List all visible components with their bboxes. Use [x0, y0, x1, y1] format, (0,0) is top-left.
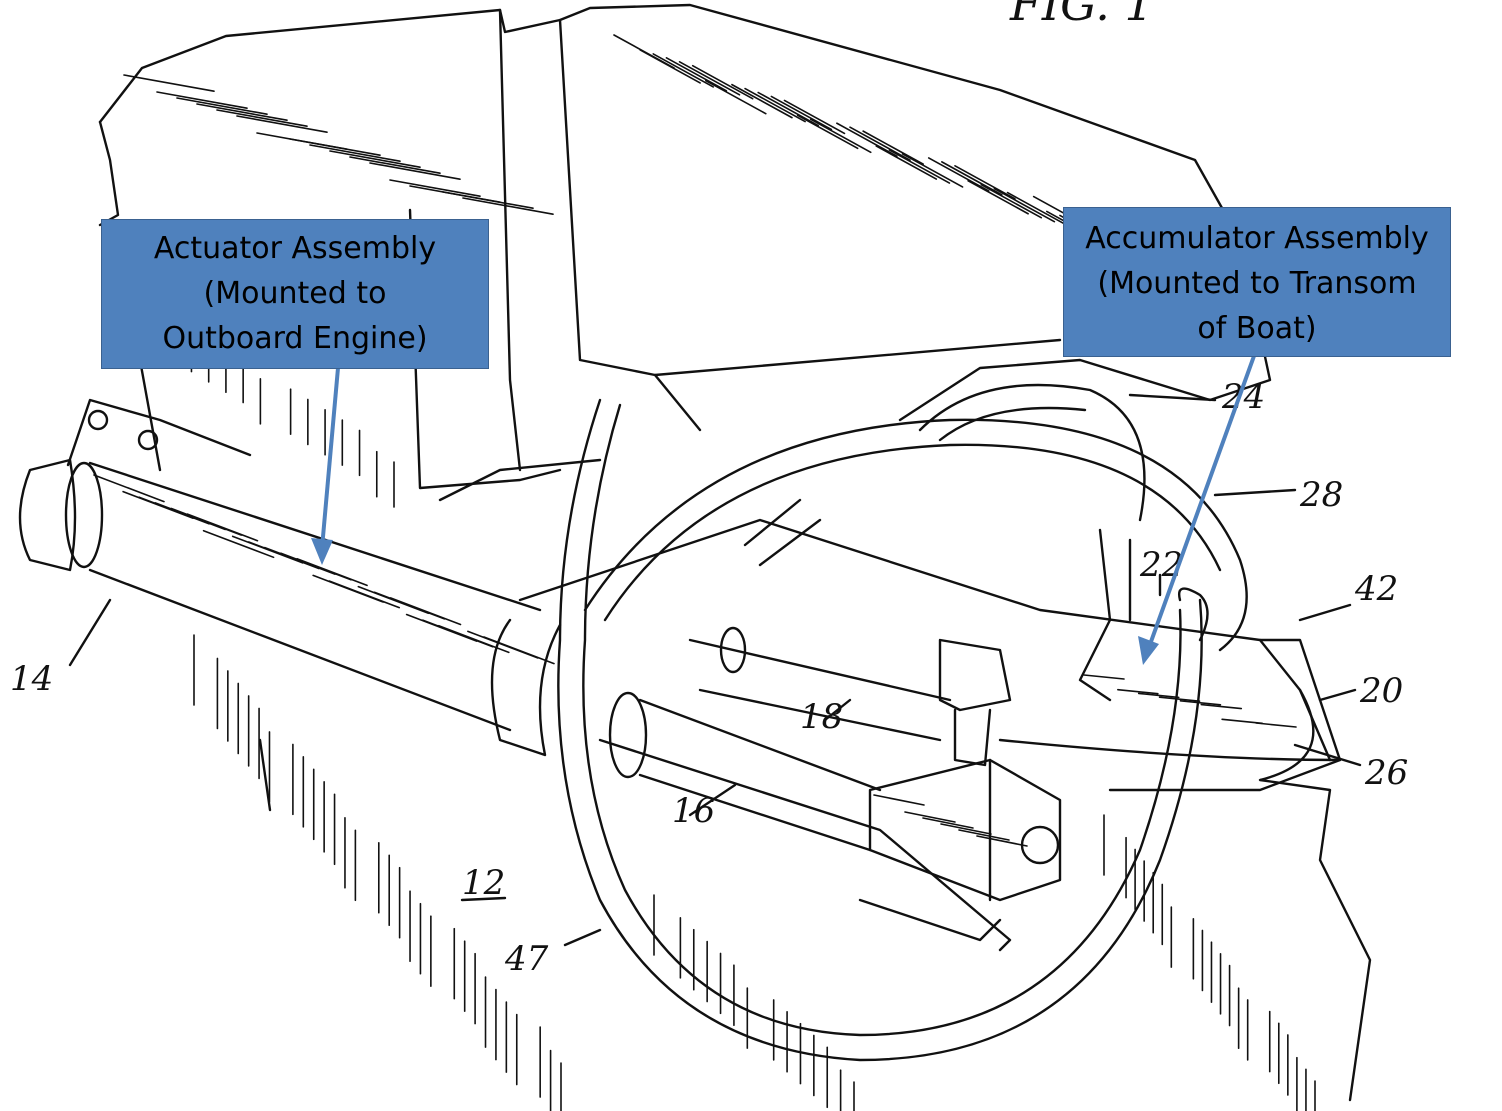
- callout-actuator-line-3: Outboard Engine): [162, 321, 428, 356]
- ref-numeral-47: 47: [504, 939, 549, 979]
- callout-accumulator-line-2: (Mounted to Transom: [1097, 266, 1417, 301]
- hatch-stroke: [809, 118, 872, 154]
- hatch-stroke: [1006, 191, 1069, 227]
- ref-numeral-26: 26: [1364, 753, 1408, 793]
- hatch-stroke: [186, 513, 259, 542]
- hatch-stroke: [941, 161, 1003, 196]
- hatch-stroke: [349, 156, 441, 174]
- hatch-stroke: [862, 130, 924, 165]
- hatch-stroke: [389, 179, 481, 197]
- hatch-stroke: [901, 153, 964, 188]
- hatch-stroke: [442, 191, 534, 209]
- hatch-stroke: [289, 138, 381, 156]
- hatch-stroke: [958, 829, 1010, 841]
- hatch-stroke: [462, 197, 554, 215]
- callout-arrows: [311, 355, 1256, 665]
- hatch-stroke: [236, 115, 328, 133]
- hatch-stroke: [836, 122, 898, 158]
- hatch-stroke: [744, 87, 806, 123]
- hatch-stroke: [93, 474, 165, 503]
- hatch-stroke: [1158, 696, 1201, 702]
- hatch-stroke: [309, 144, 401, 162]
- hatch-stroke: [691, 64, 754, 100]
- hatch-stroke: [904, 811, 956, 823]
- hatch-stroke: [202, 529, 275, 559]
- callout-accumulator-line-3: of Boat): [1197, 311, 1317, 346]
- callout-accumulator-line-1: Accumulator Assembly: [1085, 221, 1429, 256]
- hatch-stroke: [1117, 688, 1159, 695]
- boat-transom: [193, 634, 1372, 1111]
- hatch-stroke: [328, 580, 401, 609]
- hatch-stroke: [849, 126, 911, 161]
- hatch-stroke: [652, 53, 715, 88]
- hydraulic-hoses: [557, 383, 1248, 1062]
- hatch-stroke: [1255, 722, 1297, 728]
- hatch-stroke: [389, 597, 462, 626]
- hatch-stroke: [369, 162, 461, 180]
- ref-numeral-42: 42: [1354, 569, 1398, 609]
- hatch-stroke: [665, 57, 728, 92]
- hatch-stroke: [875, 145, 938, 180]
- hatch-stroke: [783, 99, 846, 135]
- callout-actuator-line-2: (Mounted to: [203, 276, 387, 311]
- callout-actuator-line-1: Actuator Assembly: [153, 231, 437, 266]
- hatch-stroke: [216, 109, 308, 127]
- hatch-stroke: [888, 149, 951, 184]
- hatch-stroke: [796, 114, 859, 150]
- hatch-stroke: [196, 103, 288, 121]
- ref-numeral-28: 28: [1299, 475, 1343, 515]
- figure-label: FIG. 1: [1009, 0, 1154, 31]
- actuator-cylinder: [18, 398, 562, 757]
- hatch-stroke: [639, 49, 701, 84]
- callout-accumulator-assembly: Accumulator Assembly (Mounted to Transom…: [1063, 207, 1451, 357]
- hatch-stroke: [1137, 692, 1180, 699]
- hatch-stroke: [940, 823, 992, 835]
- accumulator-mechanism: [518, 498, 1342, 952]
- ref-numeral-14: 14: [10, 659, 53, 699]
- hatch-stroke: [176, 97, 268, 115]
- hatch-stroke: [1200, 703, 1243, 710]
- hatch-stroke: [1179, 700, 1222, 706]
- ref-numeral-16: 16: [672, 791, 715, 831]
- hatch-stroke: [980, 183, 1043, 219]
- hatch-stroke: [922, 817, 974, 829]
- hatch-stroke: [296, 558, 368, 587]
- hatch-stroke: [483, 636, 555, 665]
- ref-numeral-20: 20: [1359, 671, 1403, 711]
- ref-numeral-18: 18: [800, 697, 843, 737]
- hatch-stroke: [156, 91, 248, 109]
- hatch-stroke: [954, 165, 1016, 200]
- leader-lines: [68, 393, 1362, 947]
- hatch-stroke: [329, 150, 421, 168]
- hatch-stroke: [731, 83, 793, 119]
- hatch-stroke: [873, 794, 925, 806]
- hatch-stroke: [757, 91, 820, 127]
- hatch-stroke: [1083, 674, 1125, 680]
- hatch-stroke: [770, 95, 833, 131]
- hatch-stroke: [705, 79, 767, 115]
- hatch-stroke: [993, 187, 1056, 223]
- ref-numeral-12: 12: [462, 863, 505, 903]
- callout-actuator-assembly: Actuator Assembly (Mounted to Outboard E…: [101, 219, 489, 369]
- hatch-stroke: [123, 74, 215, 92]
- hatch-stroke: [967, 179, 1029, 215]
- hatch-stroke: [438, 624, 510, 654]
- hatch-stroke: [678, 60, 741, 96]
- hatch-stroke: [976, 835, 1028, 847]
- hatch-stroke: [927, 157, 990, 192]
